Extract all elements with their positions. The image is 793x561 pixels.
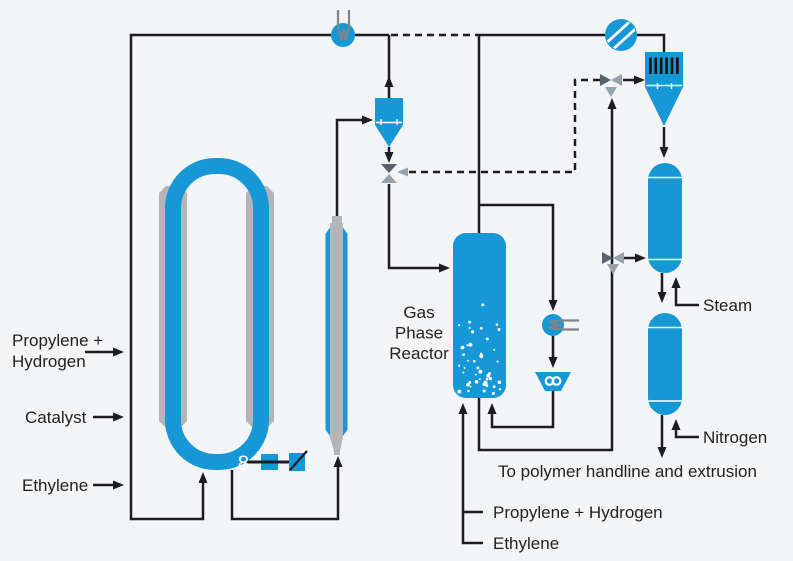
bag-filter [645, 52, 683, 126]
flash-column-body [330, 223, 343, 455]
label-bottom-propylene-hydrogen: Propylene + Hydrogen [493, 503, 663, 522]
cyclone-cone [375, 125, 403, 147]
steam-inlet-line [674, 288, 699, 307]
vessel1-inlet-valve [602, 252, 624, 274]
arrowhead [458, 403, 468, 414]
arrowhead [113, 412, 124, 422]
gpr-bottom-outlet-line [477, 109, 614, 452]
arrowhead [548, 357, 558, 368]
arrowhead [659, 147, 669, 158]
label-steam: Steam [703, 296, 752, 315]
cyclone-underflow-line [387, 147, 439, 270]
column-overhead-line [335, 118, 362, 216]
label-gpr-line1: Gas [403, 303, 434, 322]
arrowhead [439, 263, 450, 273]
bag-filter-detail-lines [646, 83, 682, 89]
compressor-shell [605, 19, 637, 51]
flash-column [325, 216, 348, 455]
loop-reactor: 8 [165, 158, 308, 475]
cyclone-letdown-valve [381, 164, 397, 183]
control-dashed-line [408, 78, 600, 174]
label-catalyst: Catalyst [25, 408, 87, 427]
label-gpr-line3: Reactor [389, 344, 449, 363]
purge-vessel-1 [648, 163, 682, 273]
valve-right-triangle [613, 252, 624, 264]
arrowhead [362, 115, 373, 125]
recycle-header-line [129, 33, 389, 521]
compressor-discharge-line [637, 33, 666, 52]
recycle-blower [535, 372, 571, 391]
recycle-cooler [331, 10, 355, 47]
feed-label-arrow-lines [85, 350, 113, 487]
loop-reactor-tube [165, 158, 269, 470]
purge-vessel-2-seams [648, 326, 682, 402]
flash-column-cap [332, 216, 342, 223]
valve-bottom-triangle [607, 264, 619, 274]
infinity-icon [544, 376, 562, 386]
valve-left-triangle [600, 74, 611, 86]
label-propylene-hydrogen-line2: Hydrogen [12, 352, 86, 371]
cyclone-separator [375, 98, 403, 147]
arrowhead [548, 300, 558, 311]
arrowhead [634, 75, 645, 85]
arrowhead [384, 76, 394, 87]
arrowhead [384, 152, 394, 163]
valve-bottom-triangle [605, 87, 617, 97]
valve-upper-triangle [381, 164, 397, 173]
arrowhead [198, 472, 208, 483]
label-to-polymer: To polymer handline and extrusion [498, 462, 757, 481]
bag-filter-elements-icon [649, 57, 679, 74]
product-cooler-coil-icon [548, 319, 579, 331]
product-cooler [542, 314, 579, 336]
arrowhead [635, 253, 646, 263]
flash-column-right-strip [343, 227, 348, 436]
heat-exchanger-coil-icon [336, 10, 351, 41]
bag-filter-cone [645, 87, 683, 126]
fluidized-bed-dots [457, 303, 502, 395]
label-nitrogen: Nitrogen [703, 428, 767, 447]
label-bottom-ethylene: Ethylene [493, 534, 559, 553]
label-gpr-line2: Phase [395, 324, 443, 343]
gpr-feed-line [461, 414, 483, 545]
gas-phase-reactor-shell [453, 233, 506, 398]
label-propylene-hydrogen-line1: Propylene + [12, 331, 103, 350]
arrowhead [607, 98, 617, 109]
purge-vessel-1-shell [648, 163, 682, 273]
gas-phase-reactor [453, 233, 506, 398]
valve-lower-triangle [381, 174, 397, 183]
dashed-line-arrowhead [397, 167, 408, 177]
arrowhead [671, 277, 681, 288]
loop-pump-symbol: 8 [238, 452, 250, 475]
diagram-labels: Propylene + Hydrogen Catalyst Ethylene G… [12, 296, 767, 553]
arrowhead [113, 347, 124, 357]
flow-arrowheads [113, 75, 681, 490]
purge-vessel-1-seams [648, 176, 682, 261]
arrowhead [113, 480, 124, 490]
bagfilter-inlet-valve [600, 74, 622, 97]
arrowhead [333, 456, 343, 467]
arrowhead [657, 447, 667, 458]
cyclone-detail-lines [376, 119, 402, 125]
arrowhead [487, 403, 497, 414]
valve-right-triangle [611, 74, 622, 86]
loop-pump-diagonal [289, 450, 308, 471]
flash-column-left-strip [325, 227, 330, 436]
loop-transfer-line [230, 467, 340, 521]
product-cooler-shell [542, 314, 564, 336]
purge-vessel-2 [648, 313, 682, 415]
valve-left-triangle [602, 252, 613, 264]
label-ethylene: Ethylene [22, 476, 88, 495]
arrowhead [657, 292, 667, 303]
cyclone-body [375, 98, 403, 125]
arrowhead [671, 419, 681, 430]
nitrogen-inlet-line [674, 430, 699, 439]
purge-vessel-2-shell [648, 313, 682, 415]
gpr-recycle-loop-line [479, 203, 555, 429]
process-lines [85, 33, 699, 545]
